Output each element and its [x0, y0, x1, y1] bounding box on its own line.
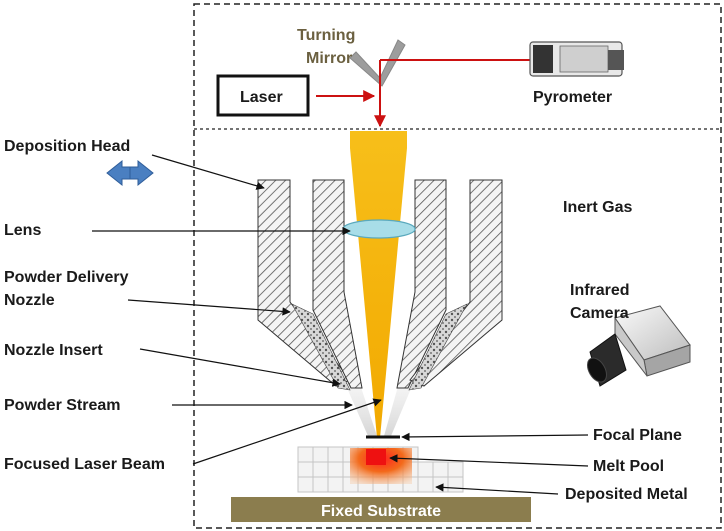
laser-beam: [350, 131, 407, 438]
powder-delivery-nozzle-leader: [127, 299, 291, 316]
turning-mirror-label-line1: Turning: [297, 27, 355, 44]
powder-stream-label: Powder Stream: [4, 397, 120, 414]
fixed-substrate: [231, 497, 531, 522]
turning-mirror-label-line2: Mirror: [306, 50, 352, 67]
nozzle-insert-label: Nozzle Insert: [4, 342, 103, 359]
focused-laser-beam-leader: [192, 398, 382, 465]
pyrometer-label: Pyrometer: [533, 89, 612, 106]
deposited-metal-label: Deposited Metal: [565, 486, 688, 503]
lens: [342, 219, 416, 239]
powder-channel-right: [408, 303, 468, 391]
inert-gas-label: Inert Gas: [563, 199, 632, 216]
melt-pool: [366, 449, 386, 465]
powder-delivery-nozzle-label-line2: Nozzle: [4, 292, 55, 309]
lens-label: Lens: [4, 222, 41, 239]
turning-mirror-icon: [349, 39, 406, 87]
system-boundary: [193, 3, 722, 529]
nozzle-outer-right: [409, 179, 503, 387]
nozzle-insert-leader: [139, 348, 341, 387]
focused-laser-beam-label: Focused Laser Beam: [4, 456, 165, 473]
focal-plane-label: Focal Plane: [593, 427, 682, 444]
pyrometer-icon: [529, 41, 624, 77]
focal-plane-leader: [401, 432, 589, 442]
deposition-head-label: Deposition Head: [4, 138, 130, 155]
deposition-head-leader: [151, 154, 265, 190]
laser-label: Laser: [240, 89, 283, 106]
double-arrow-icon: [106, 159, 154, 187]
powder-channel-left: [291, 303, 351, 391]
melt-pool-leader: [389, 454, 589, 467]
infrared-camera-label-line1: Infrared: [570, 282, 630, 299]
laser-box: [216, 74, 310, 117]
melt-pool-label: Melt Pool: [593, 458, 664, 475]
infrared-camera-label-line2: Camera: [570, 305, 629, 322]
powder-stream-right: [384, 372, 418, 436]
nozzle-inner-right: [396, 179, 447, 389]
infrared-camera-icon: [587, 305, 691, 387]
powder-delivery-nozzle-label-line1: Powder Delivery: [4, 269, 129, 286]
fixed-substrate-label: Fixed Substrate: [321, 503, 441, 520]
nozzle-inner-left: [312, 179, 363, 389]
deposited-metal-leader: [435, 483, 559, 495]
